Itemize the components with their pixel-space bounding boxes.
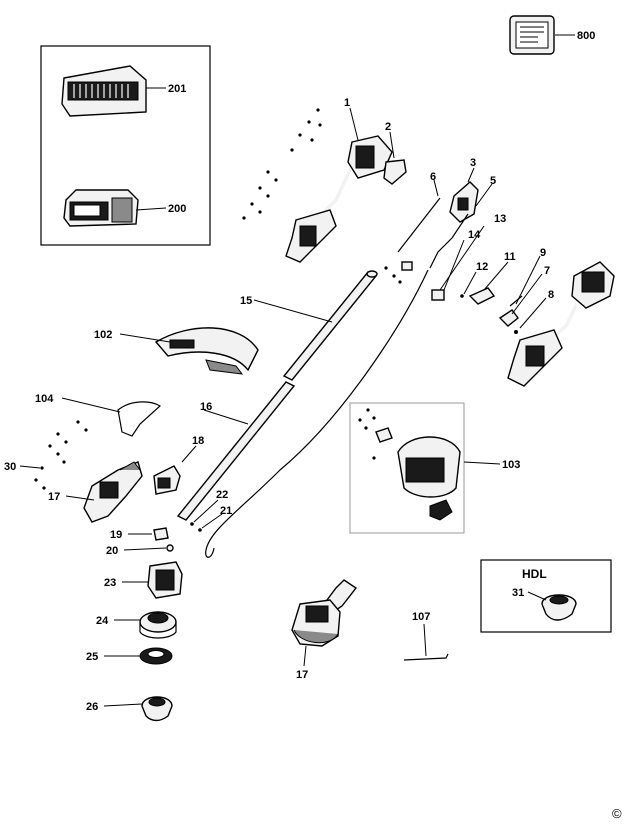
- charger-battery-box: [40, 45, 211, 246]
- label-13: 13: [494, 213, 506, 225]
- label-22: 22: [216, 489, 228, 501]
- part-14-clip: [431, 239, 465, 301]
- leader-30: [19, 465, 41, 469]
- assembled-handle: [507, 261, 615, 387]
- label-800: 800: [577, 30, 595, 42]
- part-23-motor: [122, 561, 183, 599]
- hdl-box: [480, 559, 612, 633]
- part-20-washer: [123, 544, 174, 552]
- part-9-spring: [509, 255, 541, 307]
- part-19-nut: [128, 527, 169, 541]
- label-25: 25: [86, 651, 98, 663]
- part-13-link: [439, 225, 485, 291]
- label-5: 5: [490, 175, 496, 187]
- label-6: 6: [430, 171, 436, 183]
- label-23: 23: [104, 577, 116, 589]
- label-17-bottom: 17: [296, 669, 308, 681]
- label-21: 21: [220, 505, 232, 517]
- part-3-switch: [449, 167, 479, 223]
- label-1: 1: [344, 97, 350, 109]
- hdl-title: HDL: [522, 567, 547, 581]
- screw-set-1: [242, 108, 322, 220]
- part-11-bracket: [468, 261, 509, 305]
- label-26: 26: [86, 701, 98, 713]
- label-201: 201: [168, 83, 186, 95]
- label-14: 14: [468, 229, 481, 241]
- label-7: 7: [544, 265, 550, 277]
- part-8-pin: [514, 297, 547, 334]
- label-102: 102: [94, 329, 112, 341]
- copyright-mark: ©: [612, 806, 622, 821]
- label-103: 103: [502, 459, 520, 471]
- part-200-battery: [63, 189, 167, 227]
- part-107-hex-key: [403, 623, 449, 661]
- part-102-guard: [119, 327, 259, 375]
- part-31-hdl-cap: [527, 591, 577, 621]
- label-12: 12: [476, 261, 488, 273]
- part-1-handle-housing: [285, 107, 393, 263]
- part-103-assembly: [358, 408, 501, 521]
- label-15: 15: [240, 295, 252, 307]
- part-2-trigger: [383, 131, 407, 185]
- part-800-manual: [509, 15, 575, 55]
- label-107: 107: [412, 611, 430, 623]
- label-31: 31: [512, 587, 524, 599]
- part-17-head-housing: [65, 461, 143, 523]
- part-16-lower-shaft: [176, 381, 296, 521]
- part-17-head-housing-assembled: [291, 579, 358, 667]
- part-24-spool-cover: [114, 611, 177, 639]
- label-19: 19: [110, 529, 122, 541]
- part-25-spool: [104, 647, 173, 665]
- label-3: 3: [470, 157, 476, 169]
- part-15-upper-shaft: [253, 270, 378, 381]
- label-200: 200: [168, 203, 186, 215]
- part-12-screw: [460, 271, 477, 298]
- screw-set-30: [34, 420, 88, 490]
- part-21-clip: [198, 528, 202, 532]
- leader-21: [201, 513, 223, 529]
- label-30: 30: [4, 461, 16, 473]
- label-17-left: 17: [48, 491, 60, 503]
- part-7-knob: [498, 273, 543, 327]
- label-8: 8: [548, 289, 554, 301]
- label-24: 24: [96, 615, 109, 627]
- part-5-cable: [429, 183, 493, 269]
- leader-22: [193, 499, 219, 523]
- label-16: 16: [200, 401, 212, 413]
- part-22-screw: [190, 522, 194, 526]
- part-26-cap: [103, 696, 173, 722]
- part-6-wire: [397, 179, 441, 271]
- label-20: 20: [106, 545, 118, 557]
- part-104-wire-guard: [61, 397, 162, 437]
- shaft-cable: [205, 269, 429, 558]
- part-103-box: [349, 402, 465, 534]
- label-104: 104: [35, 393, 54, 405]
- part-18-latch: [153, 445, 197, 495]
- label-18: 18: [192, 435, 204, 447]
- part-201-charger: [61, 65, 166, 117]
- label-9: 9: [540, 247, 546, 259]
- connector-pins: [384, 266, 402, 284]
- label-11: 11: [504, 251, 516, 263]
- label-2: 2: [385, 121, 391, 133]
